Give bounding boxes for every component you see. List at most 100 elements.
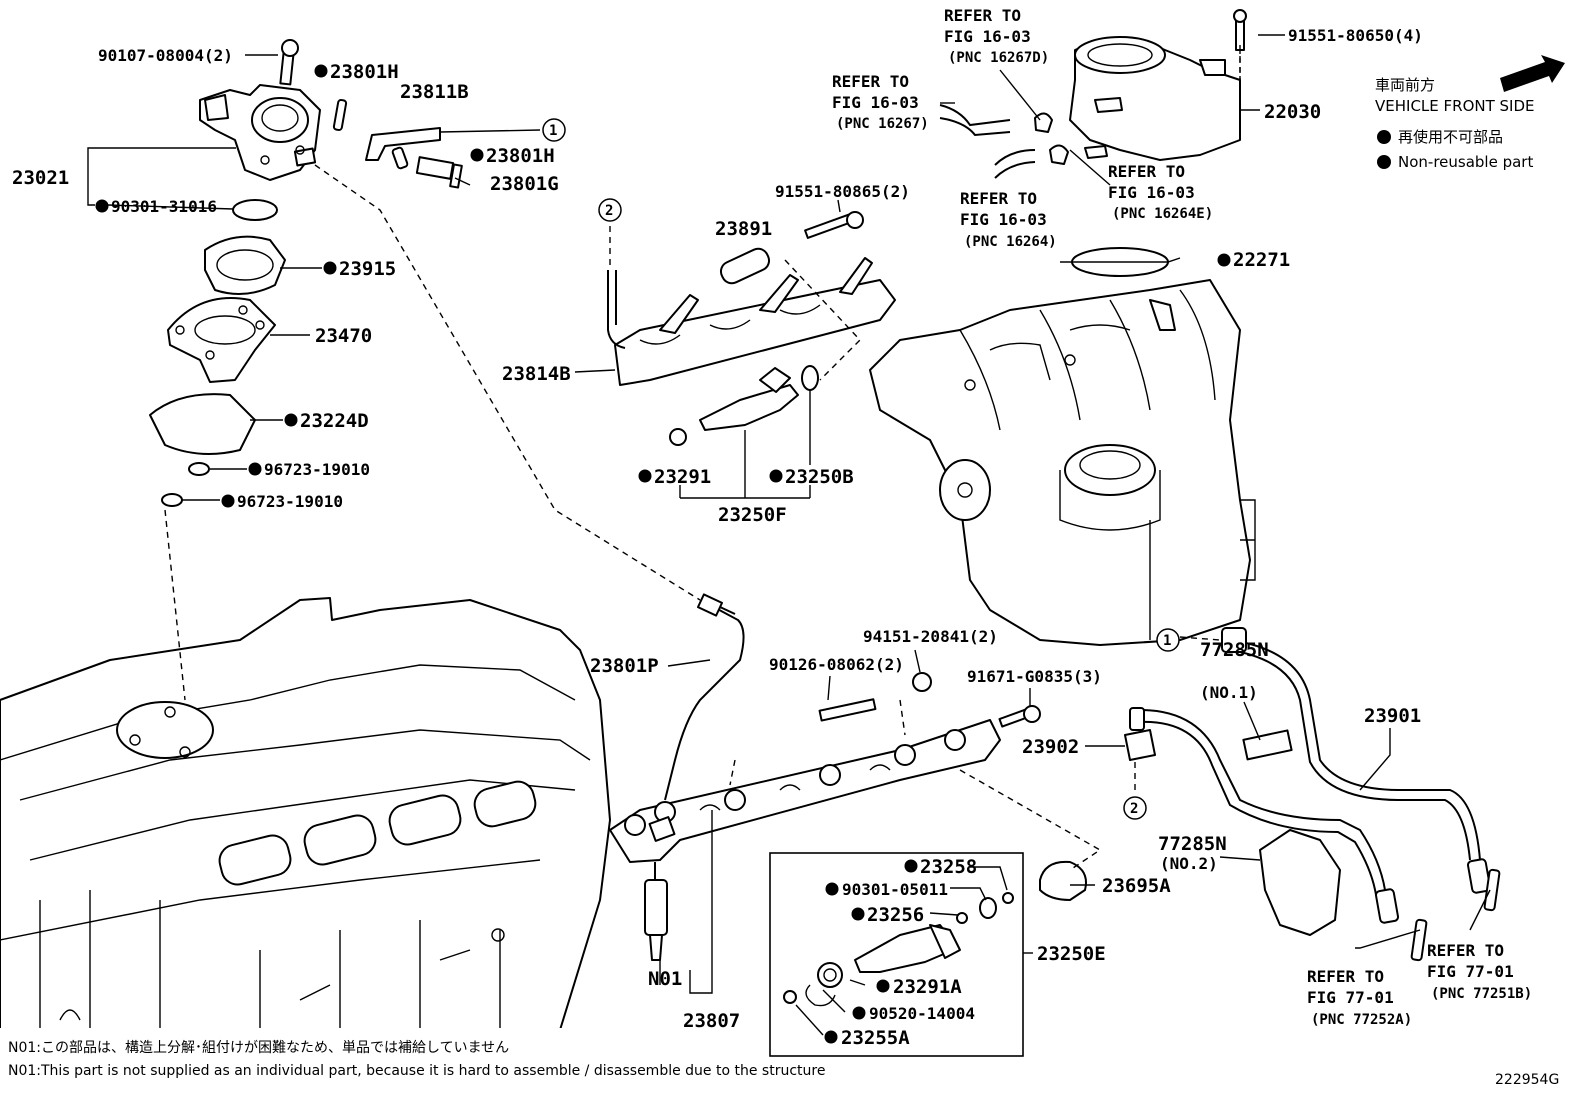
svg-text:REFER TO: REFER TO xyxy=(1427,941,1504,960)
label-90301-31016: 90301-31016 xyxy=(111,197,217,216)
label-23814B: 23814B xyxy=(502,363,571,385)
pipe-fitting-drawing xyxy=(648,816,676,842)
label-23258: 23258 xyxy=(920,856,977,878)
label-90520-14004: 90520-14004 xyxy=(869,1004,975,1023)
label-23470: 23470 xyxy=(315,325,372,347)
o-ring-drawing xyxy=(161,493,183,507)
stud-90126-drawing xyxy=(818,698,877,722)
svg-text:FIG 77-01: FIG 77-01 xyxy=(1307,988,1394,1007)
label-23250E: 23250E xyxy=(1037,943,1106,965)
marker-1-top: 1 xyxy=(542,118,566,142)
label-23811B: 23811B xyxy=(400,81,469,103)
label-N01: N01 xyxy=(648,968,682,990)
clamp-77285N-no1-drawing xyxy=(1242,729,1293,761)
legend: 車両前方 VEHICLE FRONT SIDE 再使用不可部品 Non-reus… xyxy=(1375,55,1565,171)
fuel-hose-23901-drawing xyxy=(1139,627,1492,924)
clamp-23695A-drawing xyxy=(1039,860,1087,901)
svg-text:(PNC 16264E): (PNC 16264E) xyxy=(1112,206,1213,222)
label-90107-08004: 90107-08004(2) xyxy=(98,46,233,65)
label-23891: 23891 xyxy=(715,218,772,240)
engine-block-drawing xyxy=(0,597,611,1031)
pipe-fitting-drawing xyxy=(696,593,724,617)
svg-text:2: 2 xyxy=(1130,801,1138,817)
figure-id: 222954G xyxy=(1495,1072,1559,1088)
label-90301-05011: 90301-05011 xyxy=(842,880,948,899)
bolt-91671-drawing xyxy=(998,705,1041,728)
refer-pnc-77251B: REFER TO FIG 77-01 (PNC 77251B) xyxy=(1427,941,1532,1002)
label-91671-G0835: 91671-G0835(3) xyxy=(967,667,1102,686)
label-23224D: 23224D xyxy=(300,410,369,432)
intake-manifold-drawing xyxy=(869,247,1256,646)
legend-nonreuse-jp: 再使用不可部品 xyxy=(1398,128,1503,146)
svg-text:(PNC 16267D): (PNC 16267D) xyxy=(948,50,1049,66)
o-ring-drawing xyxy=(232,199,278,221)
label-96723-19010-a: 96723-19010 xyxy=(264,460,370,479)
label-94151-20841: 94151-20841(2) xyxy=(863,627,998,646)
svg-text:(PNC 77252A): (PNC 77252A) xyxy=(1311,1012,1412,1028)
label-22271: 22271 xyxy=(1233,249,1290,271)
injector-23250F-drawing xyxy=(669,365,819,446)
svg-text:(PNC 16264): (PNC 16264) xyxy=(964,234,1057,250)
label-23291A: 23291A xyxy=(893,976,962,998)
pipe-23801P-drawing xyxy=(664,604,745,801)
vehicle-front-arrow-icon xyxy=(1500,55,1565,92)
nonreuse-dots xyxy=(95,64,1231,1044)
delivery-pipe-23814B-drawing xyxy=(607,257,896,386)
nut-94151-drawing xyxy=(912,672,932,692)
label-77285N-no2: 77285N xyxy=(1158,833,1227,855)
label-77285N-no1: 77285N xyxy=(1200,639,1269,661)
injector-23250E-drawing xyxy=(783,892,1014,1007)
label-23801H-b: 23801H xyxy=(486,145,555,167)
o-ring-drawing xyxy=(188,462,210,476)
svg-text:FIG 77-01: FIG 77-01 xyxy=(1427,962,1514,981)
gasket-23224D-drawing xyxy=(149,393,256,455)
part-labels: 90107-08004(2) 23801H 23811B 23801H 2380… xyxy=(12,26,1423,1049)
refer-pnc-77252A: REFER TO FIG 77-01 (PNC 77252A) xyxy=(1307,967,1412,1028)
svg-text:(PNC 16267): (PNC 16267) xyxy=(836,116,929,132)
legend-nonreuse-en: Non-reusable part xyxy=(1398,153,1533,171)
gasket-23915-drawing xyxy=(204,235,286,295)
fuel-rail-23807-drawing xyxy=(609,719,1001,961)
throttle-body-drawing xyxy=(939,9,1247,179)
label-23902: 23902 xyxy=(1022,736,1079,758)
nonreuse-dot-icon xyxy=(1377,130,1391,144)
svg-text:FIG 16-03: FIG 16-03 xyxy=(1108,183,1195,202)
label-23255A: 23255A xyxy=(841,1027,910,1049)
svg-text:(PNC 77251B): (PNC 77251B) xyxy=(1431,986,1532,1002)
label-23807: 23807 xyxy=(683,1010,740,1032)
svg-text:REFER TO: REFER TO xyxy=(832,72,909,91)
label-23801P: 23801P xyxy=(590,655,659,677)
label-23801H-a: 23801H xyxy=(330,61,399,83)
nonreuse-dot-icon xyxy=(1377,155,1391,169)
label-23695A: 23695A xyxy=(1102,875,1171,897)
svg-text:2: 2 xyxy=(605,203,613,219)
footnote-n01-en: N01:This part is not supplied as an indi… xyxy=(8,1063,825,1079)
label-23915: 23915 xyxy=(339,258,396,280)
spacer-23470-drawing xyxy=(167,297,276,383)
refer-pnc-16264E: REFER TO FIG 16-03 (PNC 16264E) xyxy=(1108,162,1213,222)
label-23256: 23256 xyxy=(867,904,924,926)
connector-23902-drawing xyxy=(1124,707,1156,761)
label-23901: 23901 xyxy=(1364,705,1421,727)
svg-text:FIG 16-03: FIG 16-03 xyxy=(832,93,919,112)
svg-text:1: 1 xyxy=(549,123,557,139)
label-23291: 23291 xyxy=(654,466,711,488)
footnote-n01-jp: N01:この部品は、構造上分解･組付けが困難なため、単品では補給していません xyxy=(8,1040,509,1056)
label-22030: 22030 xyxy=(1264,101,1321,123)
refer-callouts: REFER TO FIG 16-03 (PNC 16267D) REFER TO… xyxy=(832,6,1532,1028)
leader-lines xyxy=(87,34,1491,1036)
svg-text:FIG 16-03: FIG 16-03 xyxy=(944,27,1031,46)
label-90126-08062: 90126-08062(2) xyxy=(769,655,904,674)
marker-1-bottom: 1 xyxy=(1156,628,1180,652)
label-96723-19010-b: 96723-19010 xyxy=(237,492,343,511)
refer-pnc-16264: REFER TO FIG 16-03 (PNC 16264) xyxy=(960,189,1057,250)
label-91551-80865: 91551-80865(2) xyxy=(775,182,910,201)
label-77285N-no2-sub: (NO.2) xyxy=(1160,854,1218,873)
marker-2-bottom: 2 xyxy=(1123,796,1147,820)
legend-front-en: VEHICLE FRONT SIDE xyxy=(1375,97,1535,115)
svg-text:REFER TO: REFER TO xyxy=(1307,967,1384,986)
label-23250B: 23250B xyxy=(785,466,854,488)
svg-text:FIG 16-03: FIG 16-03 xyxy=(960,210,1047,229)
svg-text:REFER TO: REFER TO xyxy=(960,189,1037,208)
